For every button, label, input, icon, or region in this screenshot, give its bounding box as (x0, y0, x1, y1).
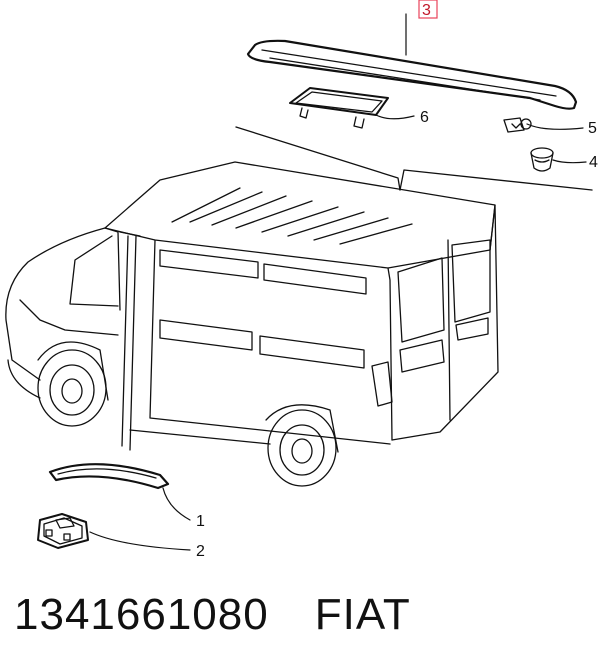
part-5-bulb-holder (503, 117, 532, 133)
callout-label-1[interactable]: 1 (196, 513, 205, 530)
callout-label-3[interactable]: 3 (422, 2, 431, 19)
parts-diagram: 3 6 5 4 1 2 (5, 0, 598, 560)
part-1-moulding (48, 463, 170, 490)
footer: 1341661080 FIAT (14, 585, 411, 645)
van-body (5, 161, 499, 487)
callout-label-2[interactable]: 2 (196, 543, 205, 560)
part-2-clip (37, 513, 89, 549)
callout-labels: 3 6 5 4 1 2 (196, 0, 598, 560)
callout-label-5[interactable]: 5 (588, 120, 597, 137)
callout-3-box (418, 0, 438, 19)
roof-indicator (235, 126, 593, 191)
part-3-roof-bar (246, 39, 578, 110)
part-4-bulb (530, 147, 554, 172)
callout-label-6[interactable]: 6 (420, 109, 429, 126)
part-6-lamp-cover (289, 87, 389, 129)
part-number: 1341661080 (14, 590, 269, 639)
brand-name: FIAT (314, 590, 411, 639)
leader-lines (89, 13, 587, 551)
callout-label-4[interactable]: 4 (589, 154, 598, 171)
